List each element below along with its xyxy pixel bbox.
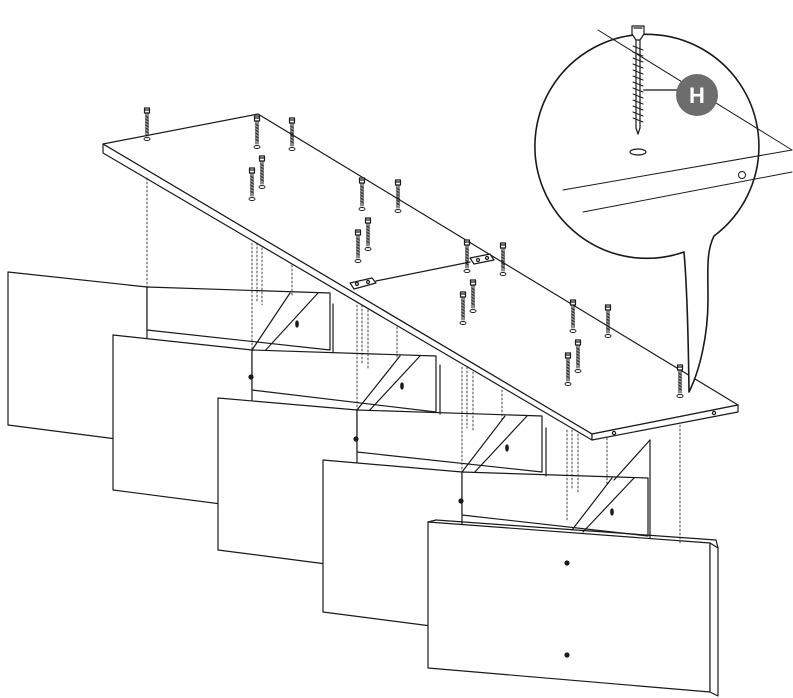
side-panel-1 <box>7 271 331 444</box>
dowel-hole <box>458 498 464 504</box>
side-panel-2 <box>112 303 437 509</box>
dowel-hole <box>564 560 570 566</box>
detail-callout <box>534 25 793 393</box>
part-label-badge: H <box>676 74 718 116</box>
dowel-hole <box>353 436 359 442</box>
side-panel-5 <box>427 439 719 697</box>
part-label: H <box>689 83 705 108</box>
large-screw <box>629 25 681 156</box>
connector-plate <box>349 253 495 290</box>
dowel-hole <box>248 374 254 380</box>
side-panel-3 <box>217 364 543 569</box>
dowel-hole <box>564 652 570 658</box>
badge-circle <box>676 74 718 116</box>
